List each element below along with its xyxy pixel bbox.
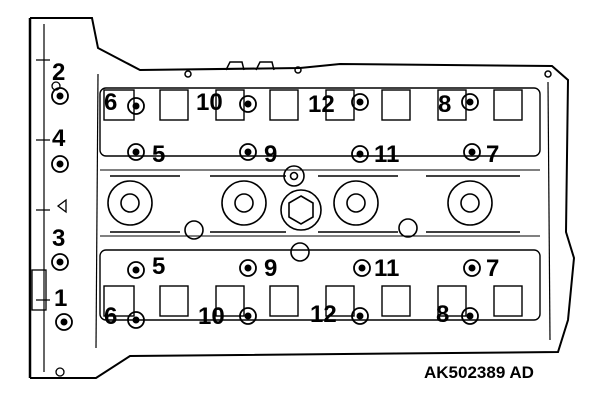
- left-edge-features: [31, 81, 67, 377]
- label-7-lower: 7: [486, 255, 499, 282]
- bolt-center: [356, 312, 364, 320]
- bolt-head: [51, 87, 69, 105]
- bolt-head: [239, 143, 257, 161]
- label-10-bottom: 10: [198, 303, 225, 330]
- bolt-head: [51, 253, 69, 271]
- label-8-top: 8: [438, 91, 451, 118]
- label-5-upper: 5: [152, 141, 165, 168]
- bolt-center: [466, 312, 474, 320]
- label-6-top: 6: [104, 89, 117, 116]
- bolt-center: [244, 312, 252, 320]
- bolt-head: [127, 143, 145, 161]
- bolt-center: [356, 98, 364, 106]
- bolt-head: [127, 97, 145, 115]
- bolt-head: [239, 307, 257, 325]
- label-1: 1: [54, 285, 67, 312]
- bolt-head: [463, 143, 481, 161]
- bolt-head: [239, 259, 257, 277]
- label-7-upper: 7: [486, 141, 499, 168]
- bolt-center: [132, 266, 140, 274]
- bolt-center: [356, 150, 364, 158]
- label-8-bottom: 8: [436, 301, 449, 328]
- label-11-upper: 11: [374, 141, 399, 168]
- bolt-head: [463, 259, 481, 277]
- center-hex-plug: [184, 165, 418, 262]
- bolt-center: [56, 160, 64, 168]
- row-top-labels: 6 10 12 8: [104, 89, 451, 118]
- label-9-upper: 9: [264, 141, 277, 168]
- bolt-head: [351, 145, 369, 163]
- row-mid-upper-labels: 5 9 11 7: [152, 141, 499, 168]
- label-12-top: 12: [308, 91, 335, 118]
- label-3: 3: [52, 225, 65, 252]
- label-9-lower: 9: [264, 255, 277, 282]
- label-10-top: 10: [196, 89, 223, 116]
- figure-code: AK502389 AD: [424, 363, 534, 382]
- bolt-center: [244, 148, 252, 156]
- bolt-head: [461, 307, 479, 325]
- bolt-center: [132, 148, 140, 156]
- bolt-head: [239, 95, 257, 113]
- bolt-head: [51, 155, 69, 173]
- bolt-center: [468, 264, 476, 272]
- bolt-group: [51, 87, 481, 331]
- bolt-center: [244, 264, 252, 272]
- bolt-head: [353, 259, 371, 277]
- bolt-head: [461, 93, 479, 111]
- bolt-center: [56, 92, 64, 100]
- bolt-head: [351, 307, 369, 325]
- bolt-head: [127, 261, 145, 279]
- label-6-bottom: 6: [104, 303, 117, 330]
- bolt-head: [351, 93, 369, 111]
- bolt-center: [132, 316, 140, 324]
- row-bottom-labels: 6 10 12 8: [104, 301, 449, 330]
- label-2: 2: [52, 59, 65, 86]
- bolt-center: [358, 264, 366, 272]
- bolt-center: [244, 100, 252, 108]
- bolt-center: [468, 148, 476, 156]
- head-outline: [28, 17, 576, 379]
- bolt-head: [127, 311, 145, 329]
- top-lugs: [184, 61, 552, 78]
- label-12-bottom: 12: [310, 301, 337, 328]
- bolt-center: [60, 318, 68, 326]
- bolt-center: [466, 98, 474, 106]
- label-4: 4: [52, 125, 66, 152]
- row-mid-lower-labels: 5 9 11 7: [152, 253, 499, 282]
- label-5-lower: 5: [152, 253, 165, 280]
- label-11-lower: 11: [374, 255, 399, 282]
- spark-plug-bores: [107, 180, 493, 226]
- cam-bays: [99, 87, 541, 321]
- bolt-center: [132, 102, 140, 110]
- bolt-head: [55, 313, 73, 331]
- bolt-center: [56, 258, 64, 266]
- outer-labels: 2 4 3 1: [52, 59, 67, 312]
